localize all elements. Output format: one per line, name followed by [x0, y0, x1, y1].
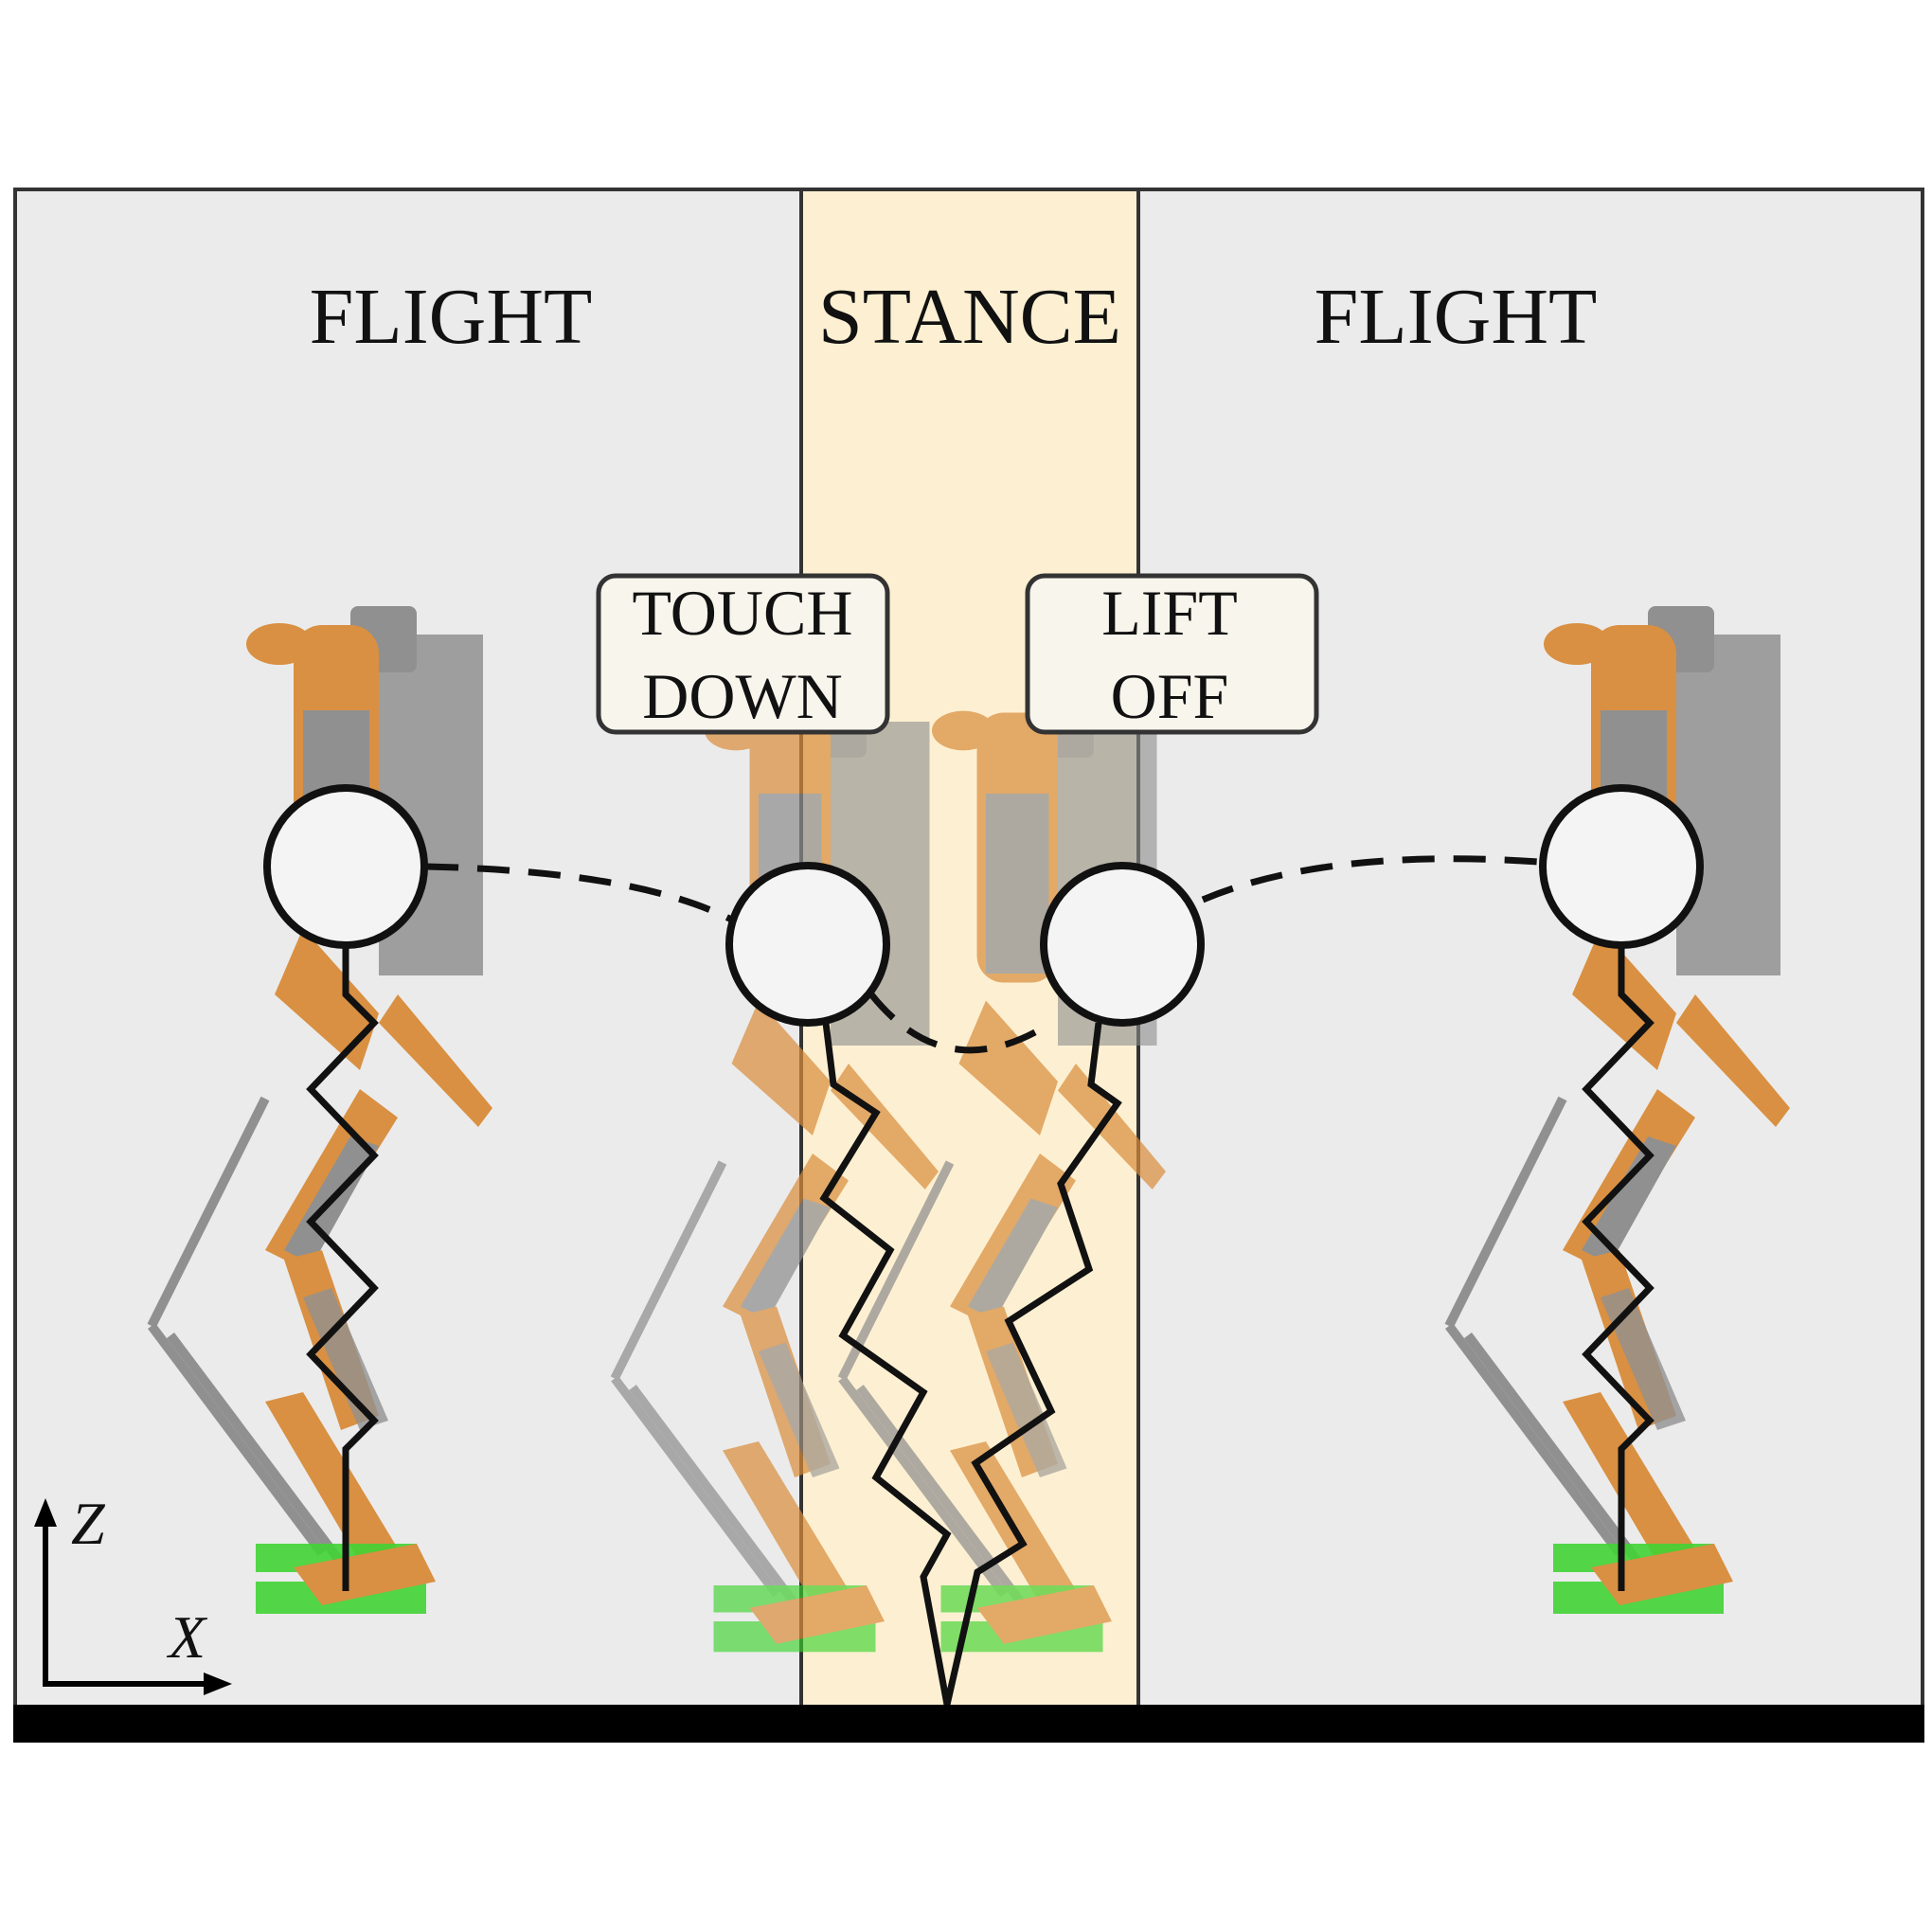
- touch-down-callout: TOUCH DOWN: [596, 573, 890, 735]
- phase-label-stance: STANCE: [818, 273, 1121, 361]
- phase-label-flight-right: FLIGHT: [1315, 273, 1598, 361]
- lift-off-line-1: LIFT: [1101, 577, 1238, 649]
- lift-off-callout: LIFT OFF: [1025, 573, 1319, 735]
- touch-down-line-1: TOUCH: [633, 577, 853, 649]
- phase-label-flight-left: FLIGHT: [310, 273, 593, 361]
- coordinate-axes: Z X: [34, 1490, 232, 1695]
- flight-panel-right: [1136, 188, 1924, 1711]
- spring-leg-flight-left: [306, 947, 379, 1591]
- ground: [13, 1705, 1924, 1743]
- axis-label-z: Z: [71, 1490, 106, 1557]
- point-mass-touch-down: [725, 862, 890, 1027]
- com-trajectory-flight-left: [425, 863, 741, 927]
- touch-down-line-2: DOWN: [642, 660, 843, 732]
- point-mass-flight-left: [263, 784, 428, 949]
- com-trajectory-flight-right: [1201, 855, 1540, 903]
- point-mass-lift-off: [1040, 862, 1205, 1027]
- lift-off-line-2: OFF: [1111, 660, 1229, 732]
- spring-leg-lift-off: [943, 1022, 1122, 1706]
- spring-leg-touch-down: [819, 1022, 952, 1706]
- axis-label-x: X: [166, 1603, 208, 1671]
- com-trajectory-stance: [868, 992, 1053, 1054]
- point-mass-flight-right: [1539, 784, 1704, 949]
- spring-leg-flight-right: [1582, 947, 1655, 1591]
